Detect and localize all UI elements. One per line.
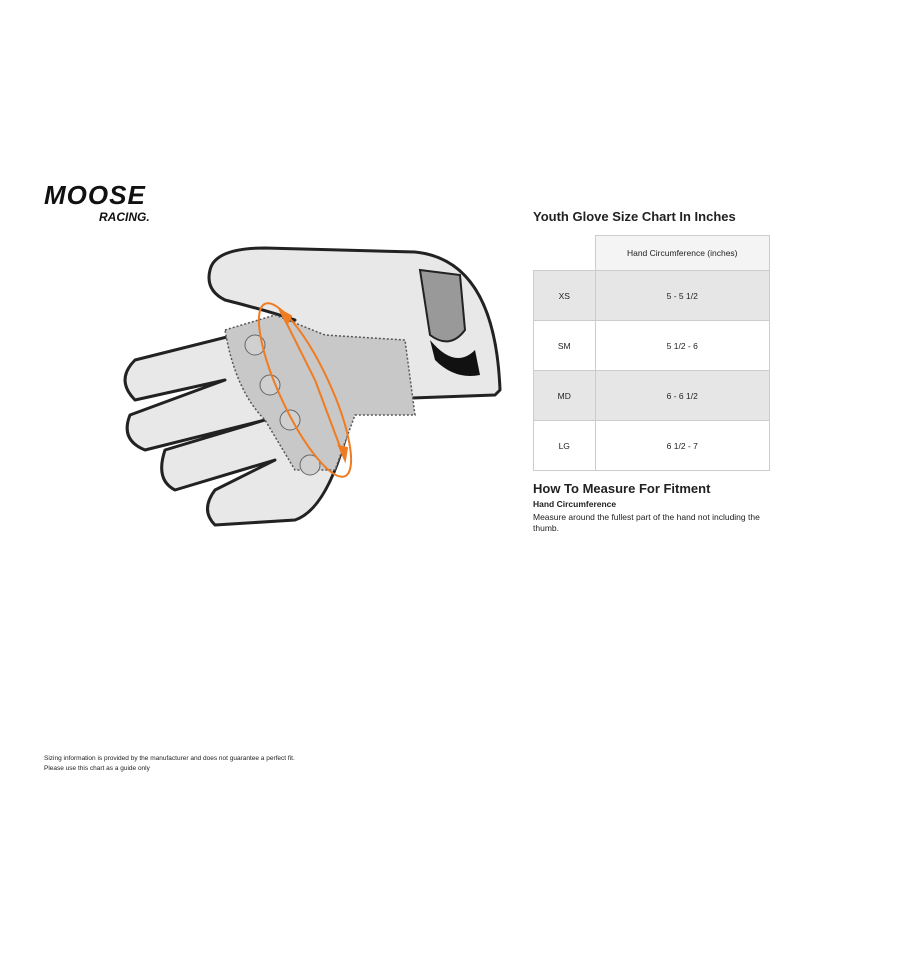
size-cell: SM: [533, 320, 596, 371]
glove-illustration: [123, 246, 502, 527]
disclaimer: Sizing information is provided by the ma…: [44, 754, 295, 774]
measure-subtitle: Hand Circumference: [533, 499, 617, 509]
measure-description: Measure around the fullest part of the h…: [533, 512, 760, 533]
value-cell: 5 1/2 - 6: [594, 320, 770, 371]
measure-title: How To Measure For Fitment: [533, 481, 711, 496]
value-cell: 5 - 5 1/2: [594, 270, 770, 321]
column-header: Hand Circumference (inches): [594, 235, 770, 271]
table-header-row: Hand Circumference (inches): [533, 235, 770, 271]
logo-subtext: RACING.: [99, 210, 150, 224]
disclaimer-line: Please use this chart as a guide only: [44, 765, 150, 772]
disclaimer-line: Sizing information is provided by the ma…: [44, 755, 295, 762]
size-cell: MD: [533, 370, 596, 421]
logo-text: MOOSE: [44, 180, 146, 210]
value-cell: 6 1/2 - 7: [594, 420, 770, 471]
header-blank-cell: [533, 235, 596, 271]
size-cell: XS: [533, 270, 596, 321]
size-chart-title: Youth Glove Size Chart In Inches: [533, 209, 736, 224]
size-cell: LG: [533, 420, 596, 471]
measure-section: How To Measure For Fitment Hand Circumfe…: [533, 481, 773, 534]
value-cell: 6 - 6 1/2: [594, 370, 770, 421]
brand-logo: MOOSE RACING.: [44, 180, 194, 224]
